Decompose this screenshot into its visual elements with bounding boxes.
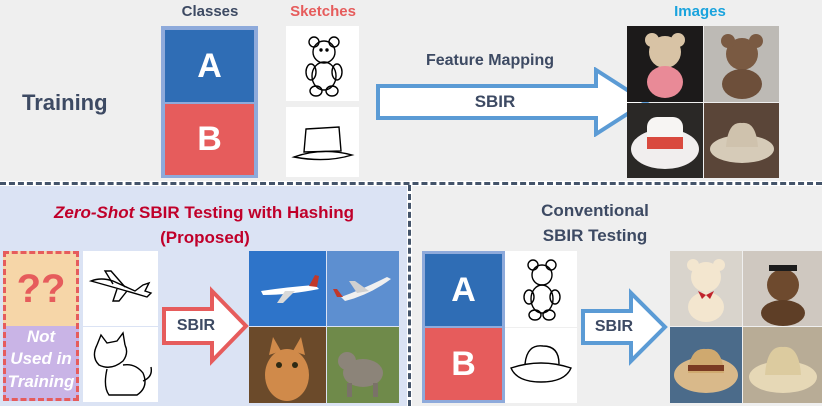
conventional-sketch-teddy	[505, 251, 577, 327]
class-a-label: A	[197, 46, 222, 85]
horizontal-divider	[0, 182, 822, 185]
unknown-lower-fill	[3, 326, 79, 401]
not-used-line-3: Training	[7, 372, 75, 391]
feature-mapping-label: Feature Mapping	[425, 52, 554, 69]
unknown-dashed-border	[3, 251, 79, 401]
classes-title: Classes	[181, 3, 239, 20]
conventional-sketch-hat	[505, 328, 577, 403]
zero-shot-arrow	[162, 286, 249, 366]
conventional-class-a-label: A	[451, 270, 476, 309]
vertical-divider	[408, 185, 411, 406]
zero-shot-title-italic: Zero-Shot	[53, 203, 135, 222]
conventional-image-teddy-2	[743, 251, 822, 326]
zero-shot-subtitle: (Proposed)	[160, 228, 250, 247]
zero-shot-image-airplane-2	[327, 251, 399, 326]
conventional-class-a: A	[425, 254, 502, 326]
conventional-image-hat-1	[670, 327, 742, 403]
unknown-classes-box: ?? Not Used in Training	[3, 251, 79, 401]
conventional-class-b-label: B	[451, 344, 476, 383]
training-label: Training	[22, 90, 108, 115]
training-image-teddy-2	[704, 26, 779, 102]
conventional-arrow-label: SBIR	[594, 318, 634, 335]
training-class-a: A	[165, 30, 254, 102]
zero-shot-sketch-airplane	[83, 251, 158, 326]
training-sketch-hat	[286, 107, 359, 177]
zero-shot-image-cat-2	[327, 327, 399, 403]
training-arrow-label: SBIR	[474, 92, 516, 111]
training-image-hat-1	[627, 103, 703, 178]
conventional-class-b: B	[425, 328, 502, 400]
training-sketch-teddy	[286, 26, 359, 101]
conventional-image-teddy-1	[670, 251, 742, 326]
zero-shot-arrow-label: SBIR	[176, 317, 216, 334]
zero-shot-sketch-cat	[83, 327, 158, 402]
not-used-line-1: Not	[26, 327, 56, 346]
zero-shot-title-rest: SBIR Testing with Hashing	[134, 203, 355, 222]
training-arrow	[376, 67, 650, 137]
conventional-title-line-1: Conventional	[541, 201, 649, 220]
training-image-hat-2	[704, 103, 779, 178]
unknown-mark: ??	[16, 267, 66, 311]
conventional-title-line-2: SBIR Testing	[542, 226, 648, 245]
conventional-image-hat-2	[743, 327, 822, 403]
images-title: Images	[674, 3, 726, 20]
training-image-teddy-1	[627, 26, 703, 102]
training-class-b: B	[165, 104, 254, 175]
zero-shot-title: Zero-Shot SBIR Testing with Hashing	[20, 203, 388, 223]
not-used-line-2: Used in	[10, 349, 72, 368]
conventional-arrow	[581, 288, 668, 366]
class-b-label: B	[197, 120, 222, 158]
zero-shot-image-airplane-1	[249, 251, 326, 326]
sketches-title: Sketches	[290, 3, 356, 20]
zero-shot-image-cat-1	[249, 327, 326, 403]
